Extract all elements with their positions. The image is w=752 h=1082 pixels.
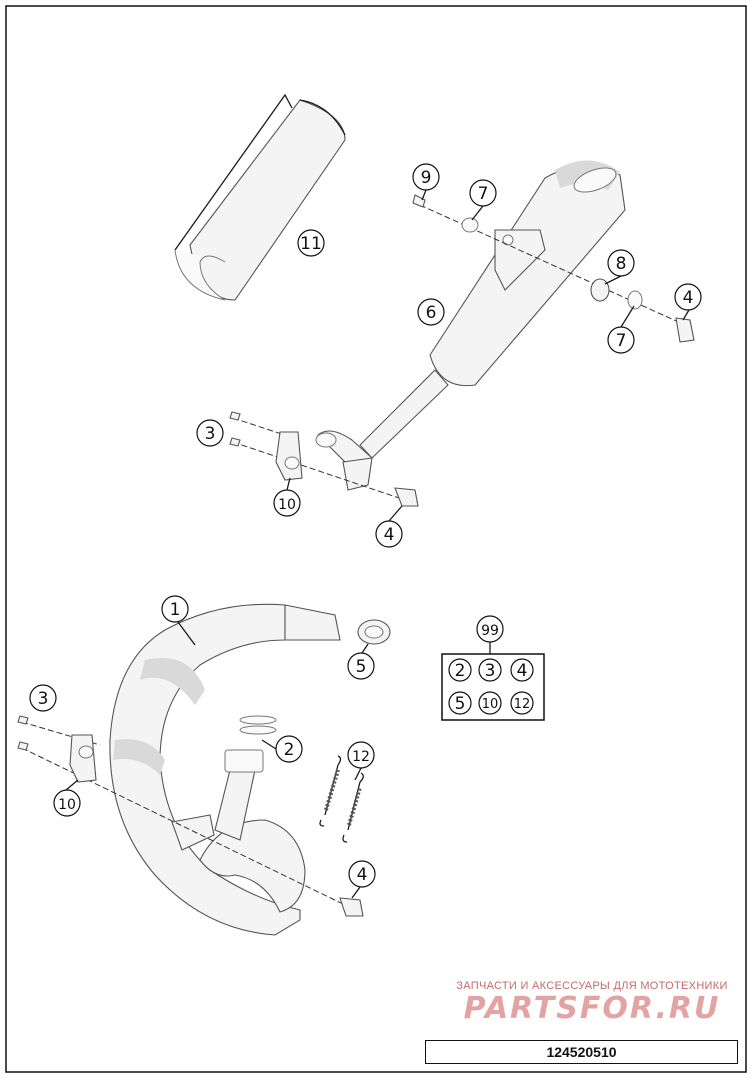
part-5-bushing [357,619,391,645]
callout-5: 5 [347,652,375,680]
watermark: ЗАПЧАСТИ И АКСЕССУАРЫ ДЛЯ МОТОТЕХНИКИ PA… [442,980,742,1026]
drawing-number-box: 124520510 [425,1040,738,1064]
callout-label: 4 [357,865,368,885]
callout-8: 8 [607,249,635,277]
callout-1: 1 [161,595,189,623]
callout-3: 3 [196,419,224,447]
watermark-caption: ЗАПЧАСТИ И АКСЕССУАРЫ ДЛЯ МОТОТЕХНИКИ [456,980,728,992]
callout-4: 4 [674,283,702,311]
callout-10: 10 [273,489,301,517]
callout-label: 12 [352,749,370,765]
part-1-exhaust-pipe [109,603,341,936]
kit-item: 12 [514,697,531,712]
callout-label: 7 [616,331,627,351]
callout-12: 12 [347,741,375,769]
drawing-number: 124520510 [546,1044,617,1060]
callout-4: 4 [348,860,376,888]
watermark-logo: PARTSFOR.RU [463,991,721,1026]
kit-item: 5 [455,694,466,714]
callout-3: 3 [29,684,57,712]
callout-7: 7 [469,179,497,207]
border [5,5,747,1073]
kit-item: 2 [455,661,466,681]
callout-label: 10 [58,797,76,813]
callout-10: 10 [53,789,81,817]
callout-label: 5 [356,657,367,677]
callout-label: 2 [284,740,295,760]
hardware-lower [17,715,364,917]
callout-label: 10 [278,497,296,513]
part-12-springs [319,755,364,843]
callout-label: 3 [205,424,216,444]
callout-label: 4 [384,525,395,545]
kit-99: 99 2 3 4 5 10 12 [441,615,545,721]
callout-9: 9 [412,163,440,191]
kit-item: 3 [485,661,496,681]
callout-label: 4 [683,288,694,308]
callout-label: 3 [38,689,49,709]
kit-item: 4 [517,661,528,681]
assembly-line [232,441,406,501]
callout-11: 11 [297,229,325,257]
callout-7: 7 [607,326,635,354]
kit-item: 10 [482,697,499,712]
kit-label: 99 [481,623,499,639]
part-6-silencer [315,160,626,491]
callout-2: 2 [275,735,303,763]
callout-label: 9 [421,168,432,188]
part-11-sleeve [174,93,346,301]
part-2-rings [239,715,277,735]
callout-label: 11 [300,234,322,254]
callout-6: 6 [417,298,445,326]
callout-label: 1 [170,600,181,620]
callout-label: 6 [426,303,437,323]
callout-label: 7 [478,184,489,204]
callout-label: 8 [616,254,627,274]
hardware-upper [229,194,695,507]
callout-4: 4 [375,520,403,548]
